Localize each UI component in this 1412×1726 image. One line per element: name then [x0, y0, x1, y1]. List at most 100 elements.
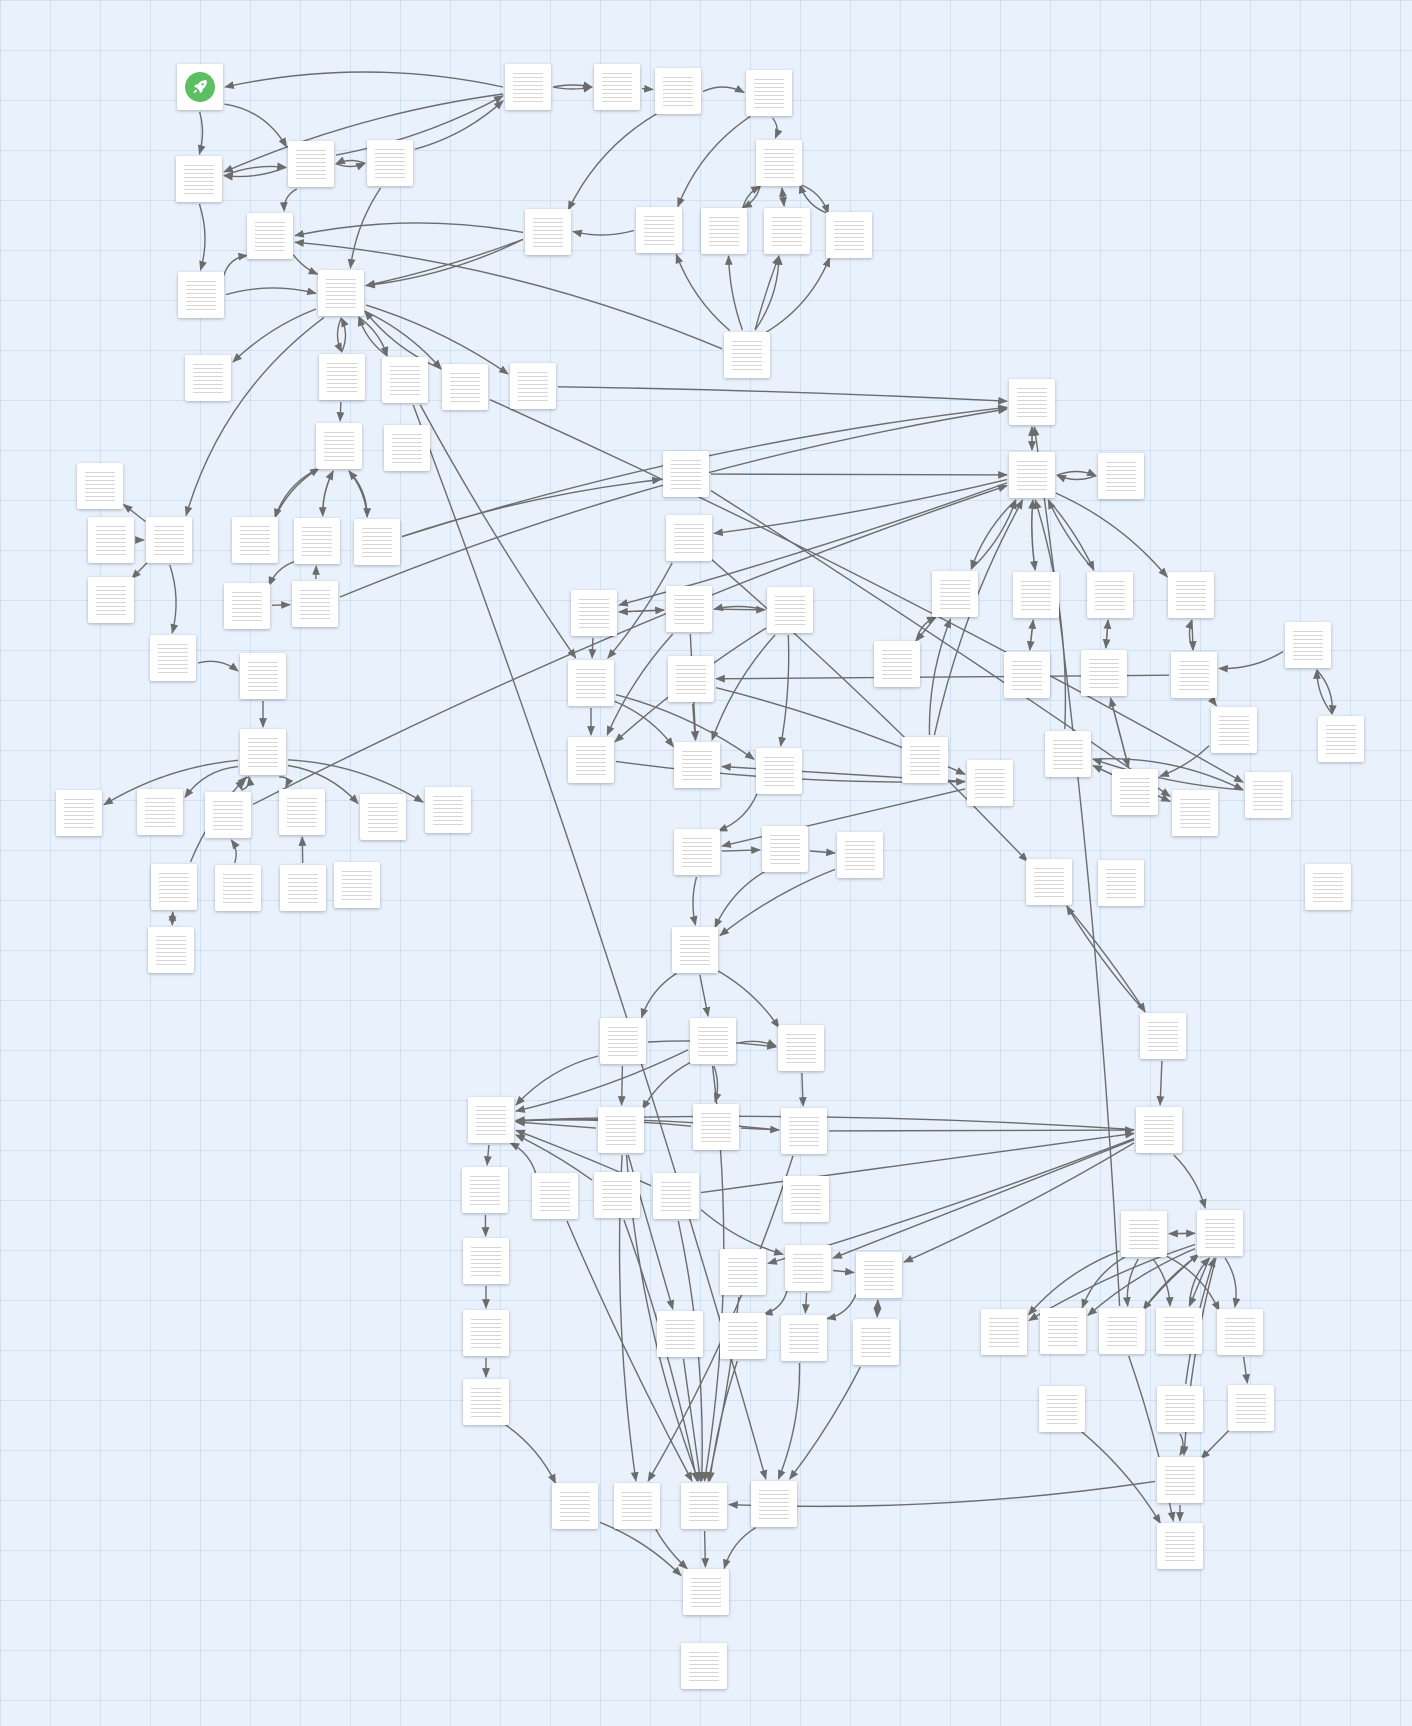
- document-node[interactable]: [1168, 572, 1214, 618]
- connector-arrow[interactable]: [1087, 1247, 1196, 1317]
- connector-arrow[interactable]: [505, 1424, 557, 1485]
- connector-arrow[interactable]: [223, 252, 249, 276]
- connector-arrow[interactable]: [713, 478, 1008, 537]
- connector-arrow[interactable]: [334, 317, 343, 353]
- connector-arrow[interactable]: [515, 1134, 593, 1181]
- connector-arrow[interactable]: [928, 618, 952, 736]
- document-node[interactable]: [205, 792, 251, 838]
- document-node[interactable]: [874, 641, 920, 687]
- document-node[interactable]: [510, 363, 556, 409]
- connector-arrow[interactable]: [1031, 426, 1121, 1307]
- connector-arrow[interactable]: [1159, 745, 1210, 777]
- document-node[interactable]: [1009, 379, 1055, 425]
- connector-arrow[interactable]: [365, 238, 524, 288]
- connector-arrow[interactable]: [1066, 905, 1146, 1013]
- document-node[interactable]: [826, 212, 872, 258]
- document-node[interactable]: [720, 1249, 766, 1295]
- document-node[interactable]: [932, 571, 978, 617]
- document-node[interactable]: [568, 660, 614, 706]
- connector-arrow[interactable]: [1242, 1356, 1251, 1384]
- connector-arrow[interactable]: [335, 162, 366, 171]
- connector-arrow[interactable]: [401, 476, 662, 538]
- connector-arrow[interactable]: [122, 503, 146, 523]
- start-node[interactable]: [177, 64, 223, 110]
- connector-arrow[interactable]: [197, 660, 239, 672]
- document-node[interactable]: [1305, 864, 1351, 910]
- document-node[interactable]: [224, 583, 270, 629]
- document-node[interactable]: [88, 577, 134, 623]
- document-node[interactable]: [1228, 1385, 1274, 1431]
- connector-arrow[interactable]: [1179, 1433, 1188, 1456]
- connector-arrow[interactable]: [617, 1065, 626, 1106]
- connector-arrow[interactable]: [1066, 905, 1146, 1013]
- connector-arrow[interactable]: [509, 1142, 537, 1174]
- connector-arrow[interactable]: [515, 1049, 689, 1113]
- connector-arrow[interactable]: [232, 308, 317, 363]
- connector-arrow[interactable]: [224, 71, 504, 89]
- connector-arrow[interactable]: [711, 634, 776, 741]
- document-node[interactable]: [756, 140, 802, 186]
- document-node[interactable]: [425, 787, 471, 833]
- connector-arrow[interactable]: [742, 185, 761, 208]
- connector-arrow[interactable]: [169, 564, 179, 634]
- connector-arrow[interactable]: [640, 972, 677, 1019]
- connector-arrow[interactable]: [1224, 1257, 1241, 1308]
- connector-arrow[interactable]: [294, 239, 723, 350]
- connector-arrow[interactable]: [271, 601, 291, 609]
- connector-arrow[interactable]: [614, 700, 674, 748]
- connector-arrow[interactable]: [675, 253, 731, 332]
- connector-arrow[interactable]: [1173, 1154, 1207, 1209]
- document-node[interactable]: [672, 927, 718, 973]
- connector-arrow[interactable]: [809, 848, 836, 857]
- connector-arrow[interactable]: [615, 694, 755, 760]
- connector-arrow[interactable]: [1034, 499, 1067, 730]
- connector-arrow[interactable]: [1207, 696, 1217, 707]
- connector-arrow[interactable]: [1027, 1250, 1120, 1316]
- document-node[interactable]: [292, 581, 338, 627]
- document-node[interactable]: [701, 208, 747, 254]
- document-node[interactable]: [594, 1172, 640, 1218]
- document-node[interactable]: [442, 364, 488, 410]
- connector-arrow[interactable]: [225, 287, 317, 296]
- document-node[interactable]: [666, 515, 712, 561]
- connector-arrow[interactable]: [754, 255, 780, 331]
- connector-arrow[interactable]: [1185, 619, 1194, 651]
- connector-arrow[interactable]: [279, 776, 294, 788]
- connector-arrow[interactable]: [198, 111, 206, 155]
- document-node[interactable]: [674, 742, 720, 788]
- document-node[interactable]: [1140, 1013, 1186, 1059]
- document-node[interactable]: [1004, 652, 1050, 698]
- document-node[interactable]: [1285, 622, 1331, 668]
- document-node[interactable]: [783, 1176, 829, 1222]
- document-node[interactable]: [1026, 859, 1072, 905]
- document-node[interactable]: [462, 1167, 508, 1213]
- connector-arrow[interactable]: [737, 1039, 777, 1047]
- document-node[interactable]: [316, 423, 362, 469]
- document-node[interactable]: [690, 1018, 736, 1064]
- document-node[interactable]: [674, 829, 720, 875]
- document-node[interactable]: [762, 826, 808, 872]
- document-node[interactable]: [666, 586, 712, 632]
- document-node[interactable]: [683, 1569, 729, 1615]
- connector-arrow[interactable]: [279, 188, 298, 212]
- document-node[interactable]: [1136, 1107, 1182, 1153]
- document-node[interactable]: [215, 865, 261, 911]
- connector-arrow[interactable]: [483, 1144, 492, 1166]
- connector-arrow[interactable]: [566, 1220, 693, 1482]
- connector-arrow[interactable]: [1047, 499, 1095, 571]
- connector-arrow[interactable]: [699, 974, 711, 1017]
- connector-arrow[interactable]: [357, 316, 388, 357]
- connector-arrow[interactable]: [1028, 499, 1037, 571]
- connector-arrow[interactable]: [358, 316, 389, 357]
- document-node[interactable]: [614, 1483, 660, 1529]
- document-node[interactable]: [463, 1379, 509, 1425]
- connector-arrow[interactable]: [1200, 1428, 1231, 1460]
- connector-arrow[interactable]: [184, 317, 325, 517]
- document-node[interactable]: [279, 789, 325, 835]
- connector-arrow[interactable]: [287, 759, 424, 803]
- document-node[interactable]: [334, 862, 380, 908]
- connector-arrow[interactable]: [1092, 758, 1244, 791]
- connector-arrow[interactable]: [572, 229, 635, 238]
- connector-arrow[interactable]: [742, 186, 761, 209]
- connector-arrow[interactable]: [412, 404, 768, 1480]
